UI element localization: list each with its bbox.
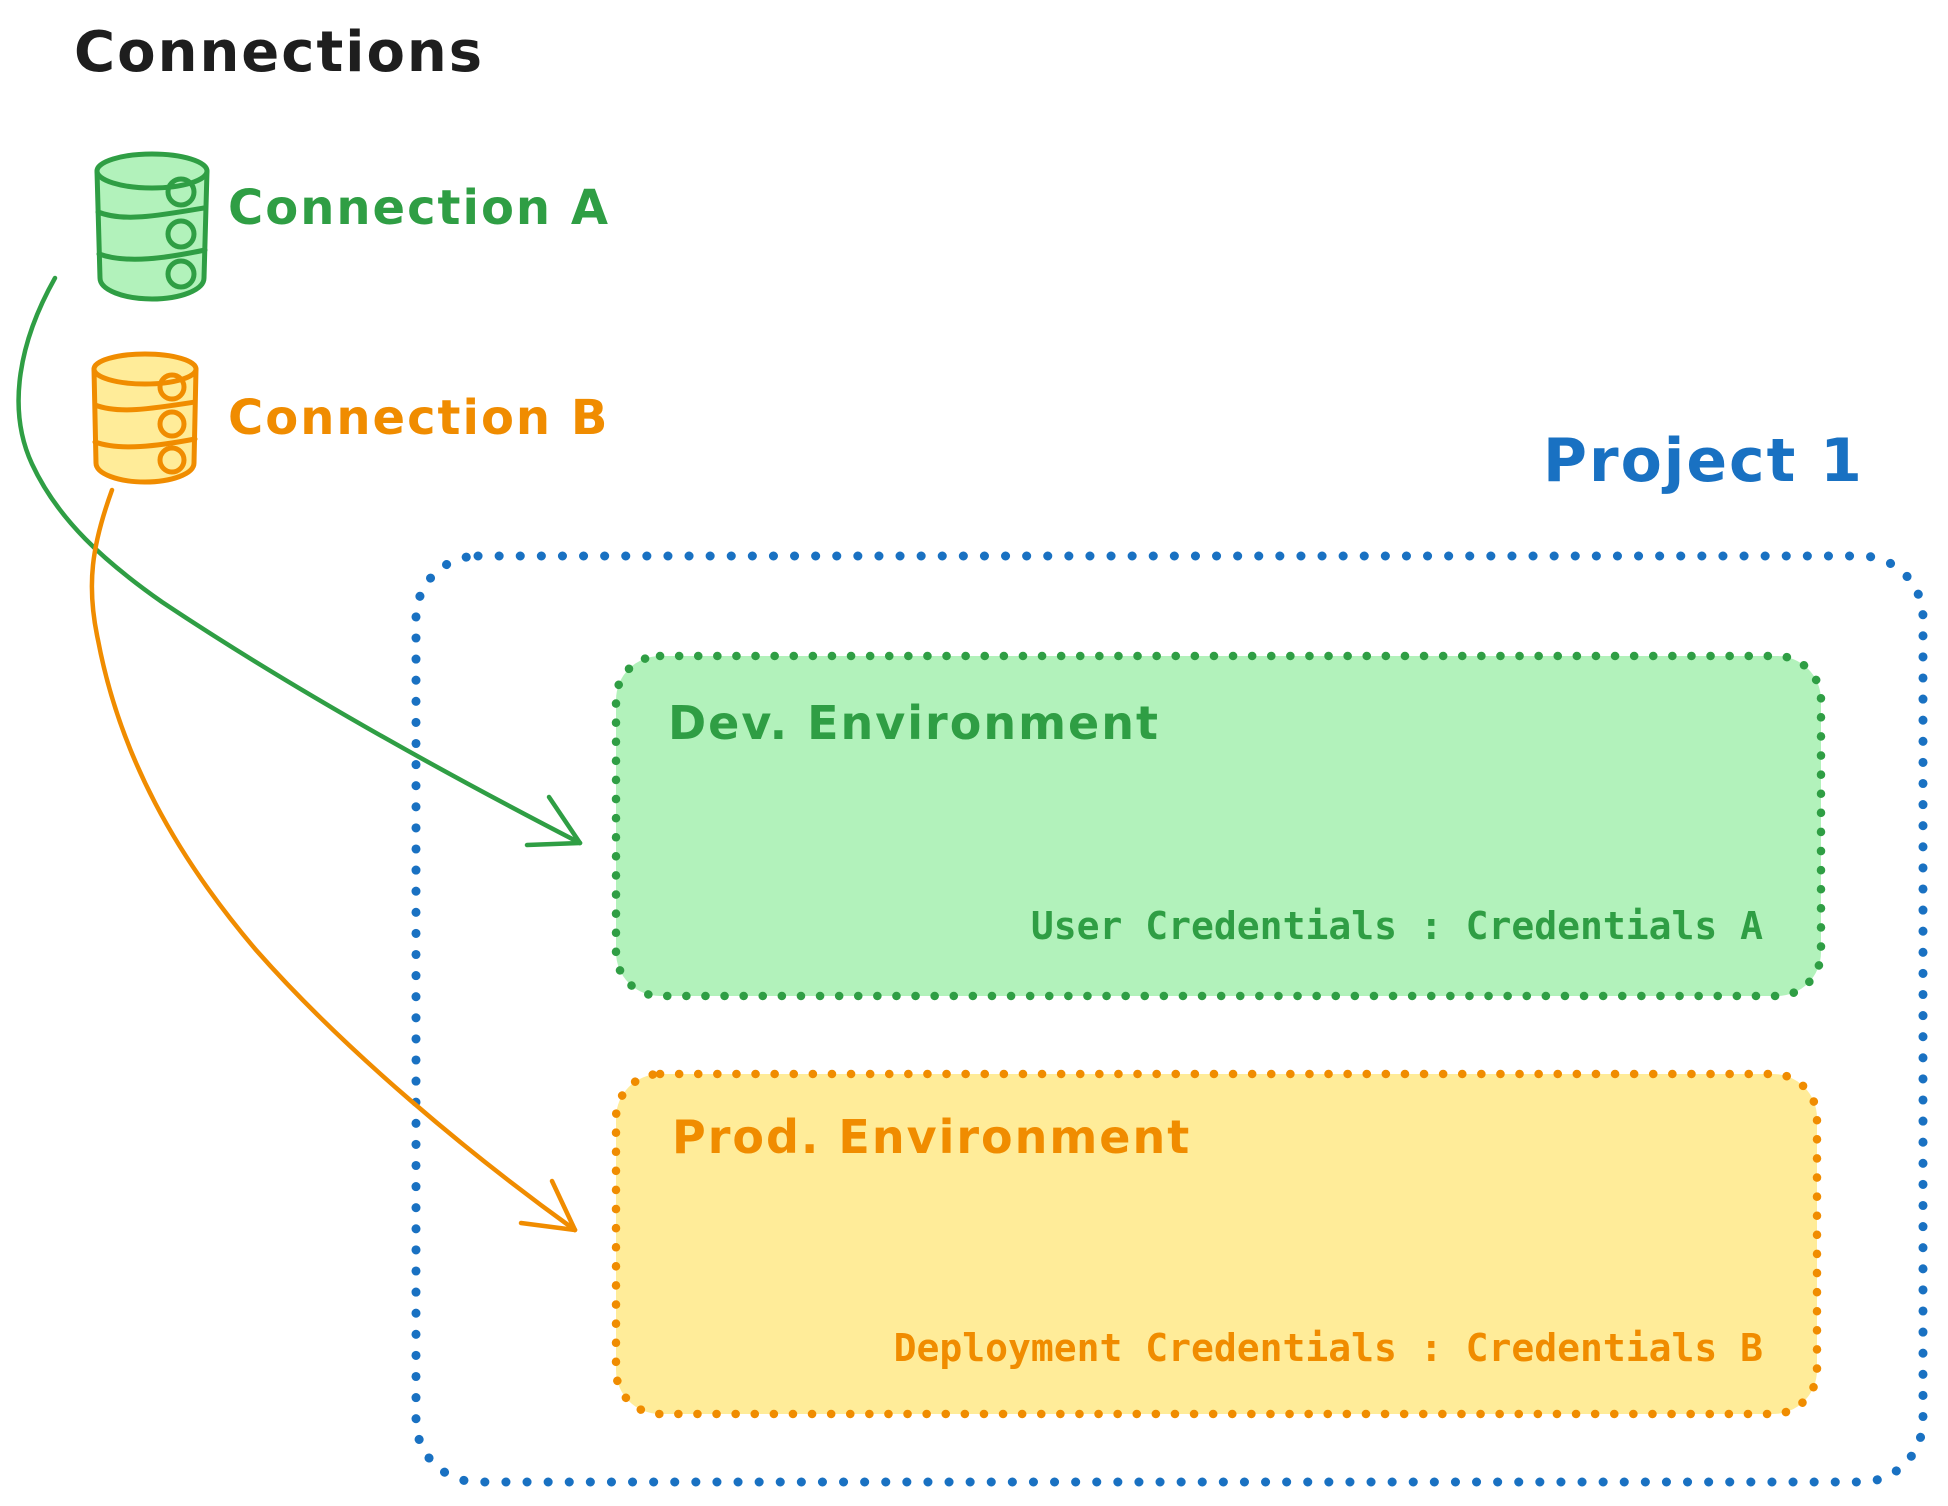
connection-b-label: Connection B bbox=[228, 390, 610, 446]
database-icon-connection-a bbox=[94, 151, 210, 302]
dev-environment-box bbox=[611, 651, 1826, 1001]
prod-environment-box bbox=[611, 1069, 1822, 1419]
dev-environment-title: Dev. Environment bbox=[668, 696, 1160, 750]
diagram-title: Connections bbox=[74, 20, 485, 85]
project-title: Project 1 bbox=[1543, 426, 1864, 496]
prod-environment-credentials: Deployment Credentials : Credentials B bbox=[893, 1326, 1763, 1370]
database-icon-connection-b bbox=[91, 351, 199, 485]
prod-environment-title: Prod. Environment bbox=[672, 1110, 1192, 1164]
dev-environment-credentials: User Credentials : Credentials A bbox=[1030, 904, 1763, 948]
project-box bbox=[411, 551, 1928, 1487]
connection-a-arrow bbox=[16, 275, 583, 848]
connection-a-arrowhead bbox=[524, 840, 583, 848]
connection-b-arrow bbox=[89, 487, 578, 1233]
connection-b-arrowhead bbox=[518, 1220, 578, 1233]
connection-a-label: Connection A bbox=[228, 180, 610, 236]
